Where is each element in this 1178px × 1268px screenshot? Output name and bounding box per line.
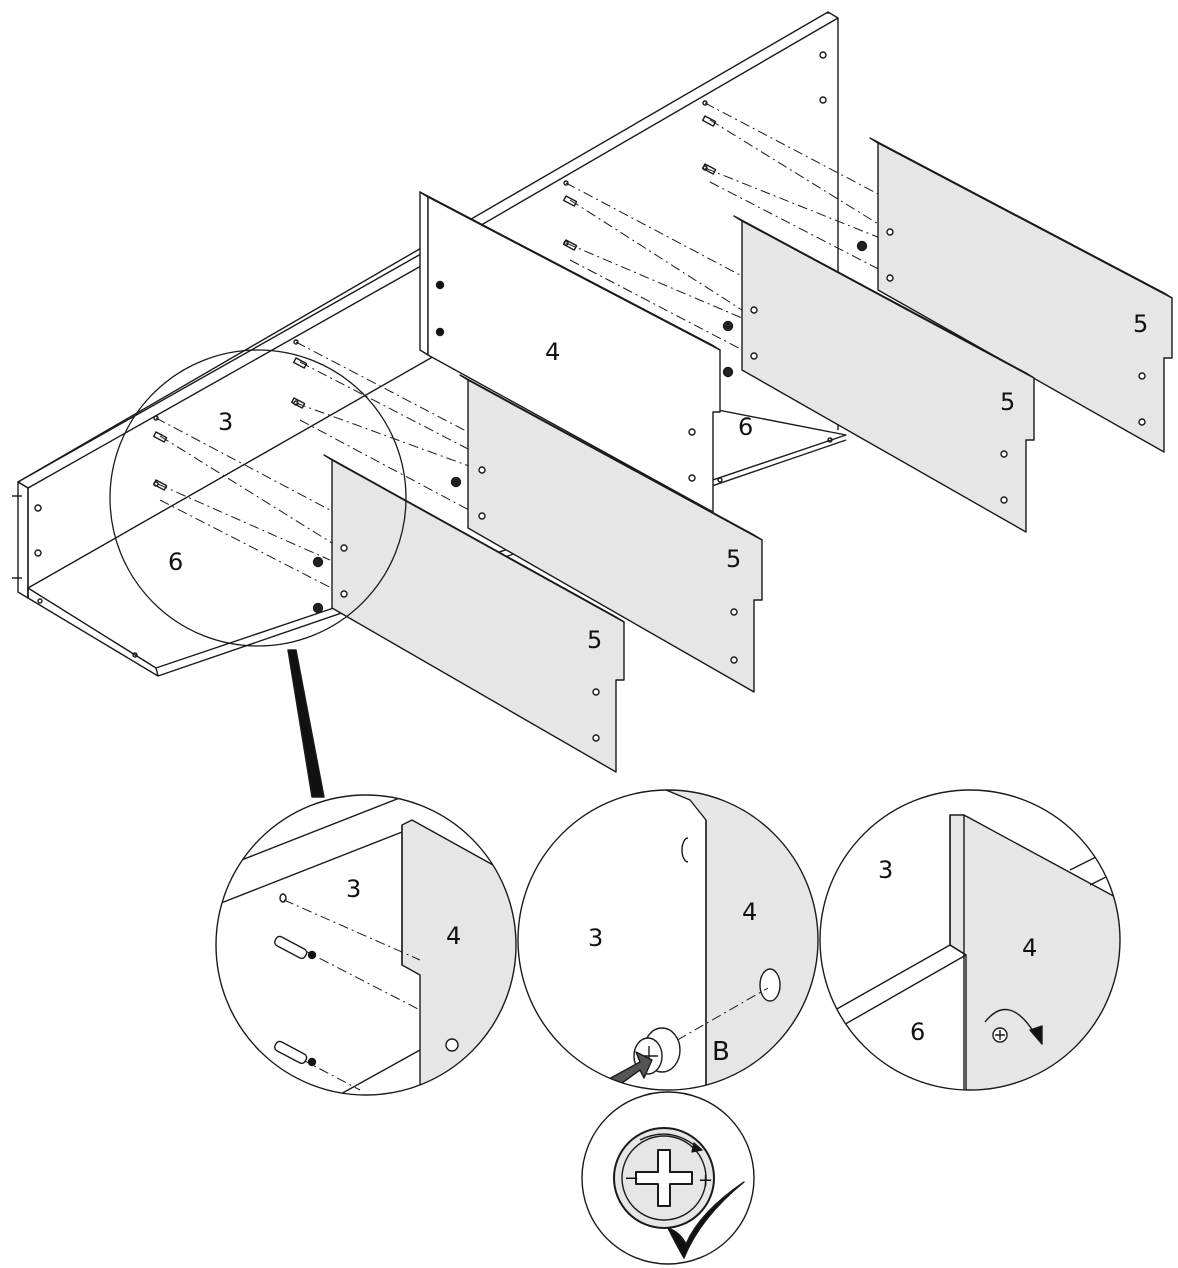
wooden-dowel-icon <box>152 100 717 491</box>
detail-screw-check: − + <box>581 1091 755 1265</box>
cam-lock-icon <box>312 240 868 614</box>
plus-sign: + <box>698 1170 713 1191</box>
detail-cam-insert: 3 4 B <box>517 789 819 1091</box>
label-panel-3: 3 <box>218 408 233 436</box>
shelf-b <box>459 374 763 693</box>
shelf-c <box>733 215 1035 533</box>
detail-dowel-insert: 3 4 <box>215 794 517 1096</box>
detail2-label-4: 4 <box>742 898 757 926</box>
main-exploded-view: 3 4 6 6 5 5 5 5 <box>12 11 1173 798</box>
magnify-callout-icon <box>109 349 407 798</box>
detail-cam-tighten: 3 4 6 <box>819 789 1121 1091</box>
label-shelf-b: 5 <box>726 545 741 573</box>
check-mark-icon <box>667 1181 745 1259</box>
divider-panel-4 <box>419 191 721 513</box>
label-panel-6-left: 6 <box>168 548 183 576</box>
detail3-label-3: 3 <box>878 856 893 884</box>
shelf-a <box>323 454 625 773</box>
minus-sign: − <box>624 1168 639 1189</box>
detail1-label-4: 4 <box>446 922 461 950</box>
detail3-label-6: 6 <box>910 1018 925 1046</box>
detail1-label-3: 3 <box>346 875 361 903</box>
detail2-label-3: 3 <box>588 924 603 952</box>
phillips-screw-head-icon <box>613 1127 715 1229</box>
left-side-panel <box>12 249 429 599</box>
label-shelf-c: 5 <box>1000 388 1015 416</box>
detail2-label-b: B <box>712 1037 730 1067</box>
wooden-dowel-icon <box>274 935 317 1067</box>
push-arrow-icon <box>597 1051 653 1090</box>
detail3-label-4: 4 <box>1022 934 1037 962</box>
guide-lines <box>155 102 891 596</box>
label-shelf-a: 5 <box>587 626 602 654</box>
shelf-d <box>869 137 1173 453</box>
rotate-arrow-icon <box>984 1008 1043 1045</box>
label-panel-4: 4 <box>545 338 560 366</box>
label-shelf-d: 5 <box>1133 310 1148 338</box>
label-panel-6-right: 6 <box>738 413 753 441</box>
